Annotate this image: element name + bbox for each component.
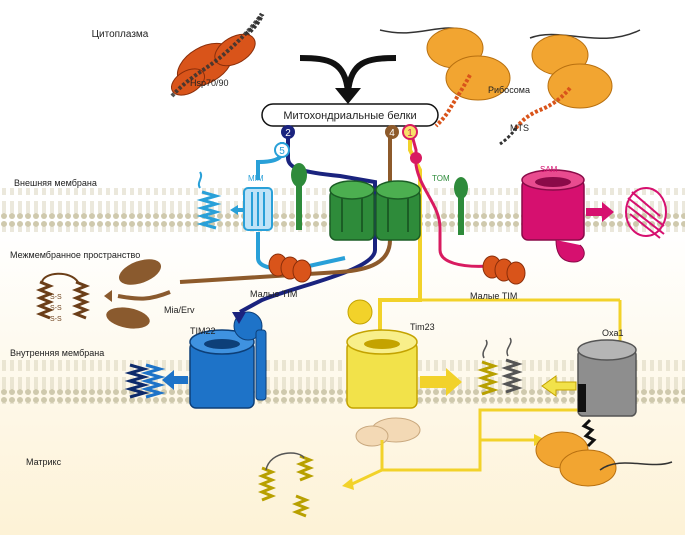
- mim-label: MIM: [248, 174, 264, 183]
- tim23-label: Tim23: [410, 322, 435, 332]
- cytoplasm-label: Цитоплазма: [92, 29, 149, 40]
- sam-label: SAM: [540, 165, 558, 174]
- pathway-marker-4: 4: [385, 125, 399, 139]
- tom-label: TOM: [432, 174, 450, 183]
- mia-erv-label: Mia/Erv: [164, 305, 195, 315]
- pathway-num-4: 4: [389, 128, 395, 139]
- pathway-num-1: 1: [407, 128, 413, 139]
- outer-membrane-label: Внешняя мембрана: [14, 178, 97, 188]
- pathway-num-2: 2: [285, 128, 291, 139]
- pathway-marker-2: 2: [281, 125, 295, 139]
- hsp-label: Hsp70/90: [190, 78, 229, 88]
- ss-bond-bottom: S-S: [50, 316, 62, 323]
- small-tim-left-label: Малые TIM: [250, 289, 297, 299]
- pathway-num-5: 5: [279, 146, 285, 157]
- ss-bond-top: S-S: [50, 294, 62, 301]
- small-tim-right-label: Малые TIM: [470, 291, 517, 301]
- intermembrane-label: Межмембранное пространство: [10, 250, 140, 260]
- inner-membrane-label: Внутренняя мембрана: [10, 348, 104, 358]
- magenta-receptor-head: [410, 152, 422, 164]
- pathway-marker-5: 5: [275, 143, 289, 157]
- oxa1-complex: [578, 340, 636, 416]
- mito-proteins-label: Митохондриальные белки: [283, 110, 416, 122]
- oxa1-label: Oxa1: [602, 328, 624, 338]
- mts-label: MTS: [510, 123, 529, 133]
- matrix-label: Матрикс: [26, 457, 62, 467]
- ss-bond-mid: S-S: [50, 305, 62, 312]
- convergence-arrow: [300, 58, 396, 104]
- pathway-marker-1: 1: [403, 125, 417, 139]
- tim22-label: TIM22: [190, 326, 216, 336]
- ribosome-label: Рибосома: [488, 85, 530, 95]
